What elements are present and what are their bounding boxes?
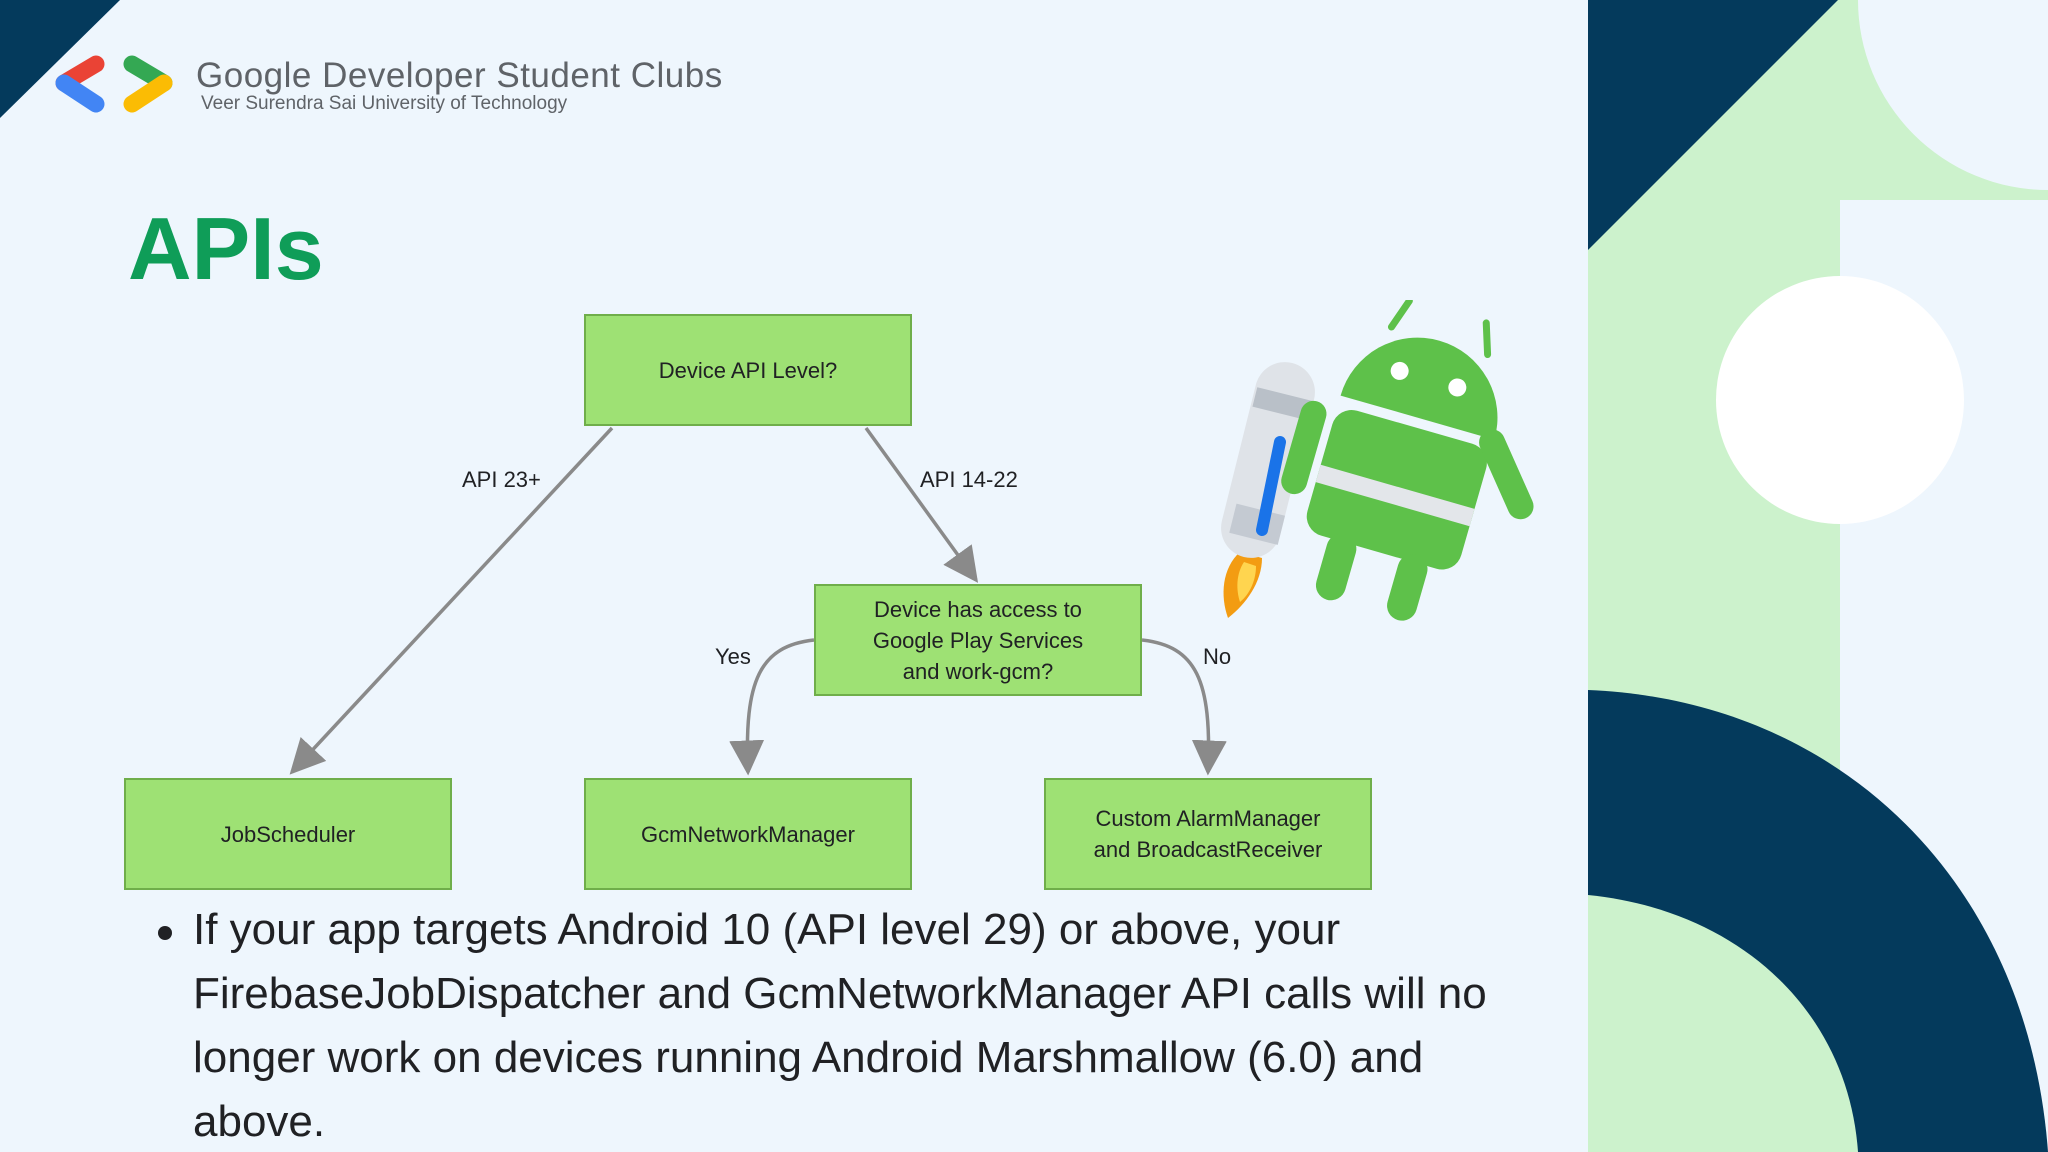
edge-label-yes: Yes (715, 644, 751, 669)
right-decorative-panel (1588, 0, 2048, 1152)
edge-label-no: No (1203, 644, 1232, 669)
corner-decoration (0, 0, 120, 118)
club-subtitle: Veer Surendra Sai University of Technolo… (201, 93, 568, 114)
edge-play-check-to-custom (1141, 638, 1227, 776)
edge-root-to-play-check (864, 426, 979, 583)
diagram-connectors (289, 426, 1227, 776)
slide-title: APIs (128, 199, 324, 298)
node-jobscheduler: JobScheduler (124, 778, 452, 890)
edge-label-api14: API 14-22 (920, 467, 1018, 492)
edge-root-to-jobscheduler (289, 426, 614, 775)
android-jetpack-illustration (1221, 300, 1534, 621)
node-gcmnetworkmanager: GcmNetworkManager (584, 778, 912, 890)
gdsc-logo-icon (55, 55, 173, 113)
bullet-list: If your app targets Android 10 (API leve… (150, 898, 1550, 1152)
edge-play-check-to-gcm (729, 638, 815, 776)
node-play-services-check: Device has access to Google Play Service… (814, 584, 1142, 696)
node-device-api-level: Device API Level? (584, 314, 912, 426)
edge-label-api23: API 23+ (462, 467, 541, 492)
bullet-dot (158, 926, 172, 940)
club-name: Google Developer Student Clubs (196, 56, 723, 95)
bullet-text: If your app targets Android 10 (API leve… (193, 905, 1487, 1146)
node-custom-alarmmanager: Custom AlarmManager and BroadcastReceive… (1044, 778, 1372, 890)
